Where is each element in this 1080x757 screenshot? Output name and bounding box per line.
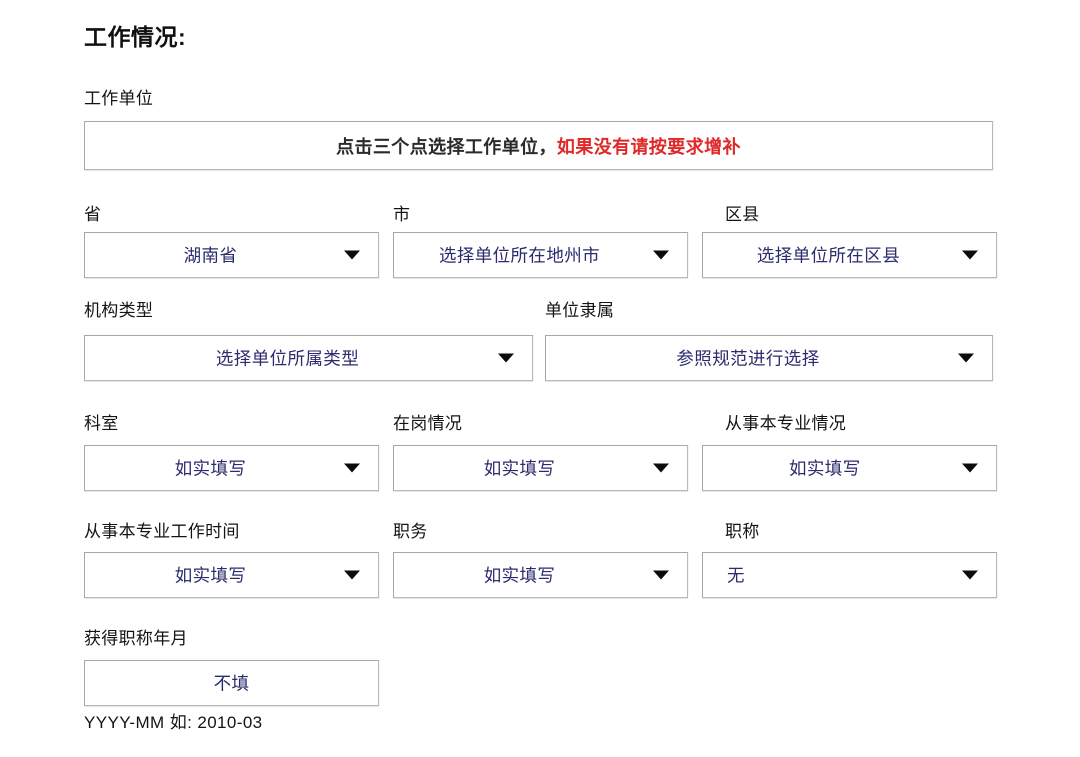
chevron-down-icon[interactable]: [958, 353, 974, 363]
province-value: 湖南省: [183, 245, 238, 266]
page-title: 工作情况:: [84, 24, 187, 50]
label-org-affiliation: 单位隶属: [545, 301, 615, 320]
title-rank-select[interactable]: 无: [702, 552, 997, 598]
chevron-down-icon[interactable]: [344, 570, 360, 580]
label-duty: 职务: [393, 522, 428, 541]
chevron-down-icon[interactable]: [344, 463, 360, 473]
label-province: 省: [84, 205, 102, 224]
work-unit-banner-primary: 点击三个点选择工作单位，: [336, 136, 557, 157]
org-type-select[interactable]: 选择单位所属类型: [84, 335, 533, 381]
label-title-date: 获得职称年月: [84, 629, 188, 648]
title-date-input[interactable]: 不填: [84, 660, 379, 706]
label-district: 区县: [725, 205, 760, 224]
org-affiliation-select[interactable]: 参照规范进行选择: [545, 335, 993, 381]
work-unit-field[interactable]: 点击三个点选择工作单位，如果没有请按要求增补: [84, 121, 993, 170]
org-affiliation-value: 参照规范进行选择: [676, 348, 820, 369]
chevron-down-icon[interactable]: [653, 250, 669, 260]
profession-status-value: 如实填写: [789, 458, 861, 479]
profession-status-select[interactable]: 如实填写: [702, 445, 997, 491]
chevron-down-icon[interactable]: [962, 250, 978, 260]
department-select[interactable]: 如实填写: [84, 445, 379, 491]
label-work-unit: 工作单位: [84, 89, 154, 108]
label-profession-years: 从事本专业工作时间: [84, 522, 240, 541]
label-org-type: 机构类型: [84, 301, 154, 320]
label-city: 市: [393, 205, 411, 224]
district-select[interactable]: 选择单位所在区县: [702, 232, 997, 278]
city-select[interactable]: 选择单位所在地州市: [393, 232, 688, 278]
title-date-helper-text: YYYY-MM 如: 2010-03: [84, 713, 263, 732]
profession-years-select[interactable]: 如实填写: [84, 552, 379, 598]
district-value: 选择单位所在区县: [756, 245, 901, 266]
label-title-rank: 职称: [725, 522, 760, 541]
label-profession-status: 从事本专业情况: [725, 414, 847, 433]
duty-select[interactable]: 如实填写: [393, 552, 688, 598]
title-rank-value: 无: [727, 565, 745, 586]
chevron-down-icon[interactable]: [653, 570, 669, 580]
chevron-down-icon[interactable]: [962, 463, 978, 473]
label-on-duty-status: 在岗情况: [393, 414, 463, 433]
chevron-down-icon[interactable]: [653, 463, 669, 473]
work-unit-banner-text: 点击三个点选择工作单位，如果没有请按要求增补: [85, 133, 992, 159]
chevron-down-icon[interactable]: [498, 353, 514, 363]
org-type-value: 选择单位所属类型: [215, 348, 360, 369]
city-value: 选择单位所在地州市: [438, 245, 601, 266]
work-unit-banner-warning: 如果没有请按要求增补: [556, 136, 741, 157]
title-date-value: 不填: [213, 673, 250, 694]
province-select[interactable]: 湖南省: [84, 232, 379, 278]
chevron-down-icon[interactable]: [344, 250, 360, 260]
profession-years-value: 如实填写: [174, 565, 247, 586]
chevron-down-icon[interactable]: [962, 570, 978, 580]
on-duty-status-value: 如实填写: [483, 458, 556, 479]
on-duty-status-select[interactable]: 如实填写: [393, 445, 688, 491]
duty-value: 如实填写: [483, 565, 556, 586]
label-department: 科室: [84, 414, 119, 433]
department-value: 如实填写: [174, 458, 247, 479]
